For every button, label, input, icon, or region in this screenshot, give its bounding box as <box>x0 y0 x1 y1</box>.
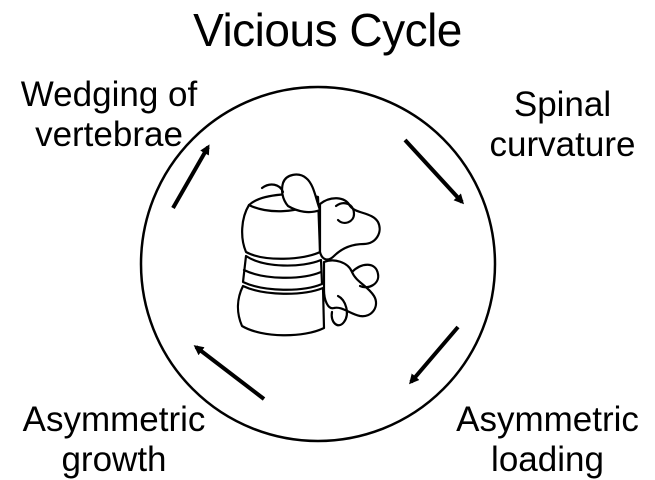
arrow-up-left-icon <box>196 347 264 399</box>
vertebrae-illustration-icon <box>238 175 380 336</box>
arrow-down-left-icon <box>411 327 458 382</box>
